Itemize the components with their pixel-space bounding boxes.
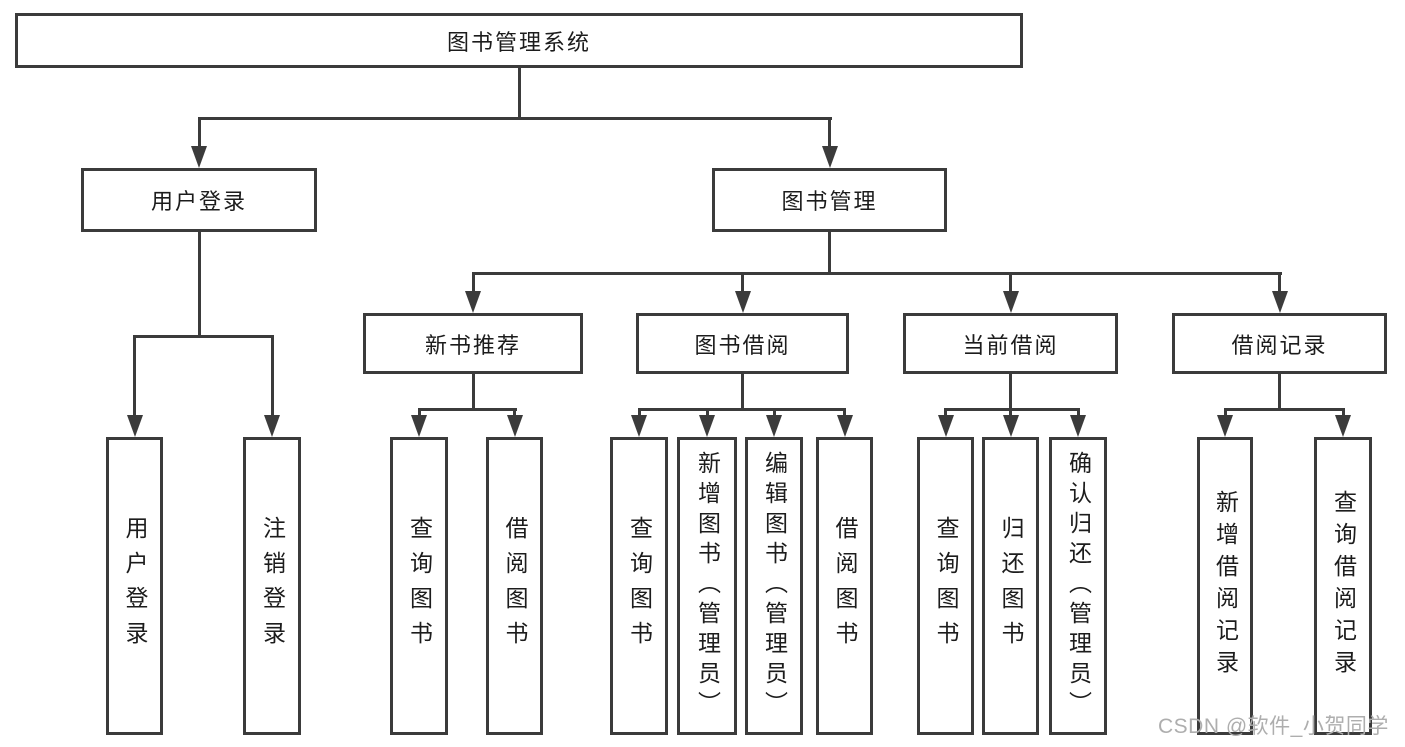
leaf-edit-books-admin: 编辑图书（管理员） xyxy=(745,437,803,735)
leaf-query-books-current-label: 查询图书 xyxy=(933,516,959,656)
arrow-down xyxy=(1217,408,1233,437)
connector-borrow-stem xyxy=(741,374,744,411)
node-current-borrow-label: 当前借阅 xyxy=(962,332,1059,358)
arrow-down xyxy=(1070,408,1086,437)
leaf-query-borrow-record: 查询借阅记录 xyxy=(1314,437,1372,735)
leaf-query-borrow-record-label: 查询借阅记录 xyxy=(1330,490,1357,682)
leaf-borrow-books: 借阅图书 xyxy=(816,437,873,735)
node-new-book-recommend-label: 新书推荐 xyxy=(424,332,521,358)
arrow-down xyxy=(937,408,954,437)
leaf-borrow-books-recommend-label: 借阅图书 xyxy=(502,516,528,656)
node-book-borrow: 图书借阅 xyxy=(636,313,849,374)
arrow-down xyxy=(766,408,782,437)
leaf-borrow-books-label: 借阅图书 xyxy=(832,516,858,656)
leaf-return-books: 归还图书 xyxy=(982,437,1039,735)
node-user-login-label: 用户登录 xyxy=(150,189,247,214)
arrow-down xyxy=(734,272,751,313)
leaf-user-login: 用户登录 xyxy=(106,437,163,735)
leaf-query-books-borrow: 查询图书 xyxy=(610,437,668,735)
arrow-down xyxy=(1335,408,1351,437)
arrow-down xyxy=(506,408,523,437)
leaf-add-books-admin-label: 新增图书（管理员） xyxy=(694,451,721,721)
leaf-query-books-recommend: 查询图书 xyxy=(390,437,448,735)
arrow-down xyxy=(191,117,207,168)
leaf-confirm-return-admin-label: 确认归还（管理员） xyxy=(1065,451,1092,721)
leaf-user-login-label: 用户登录 xyxy=(122,516,148,656)
leaf-add-books-admin: 新增图书（管理员） xyxy=(677,437,737,735)
connector-user-login-stem xyxy=(197,232,201,338)
leaf-edit-books-admin-label: 编辑图书（管理员） xyxy=(761,451,788,721)
connector-user-login-bar xyxy=(133,335,273,338)
node-root-label: 图书管理系统 xyxy=(446,29,591,55)
leaf-query-books-current: 查询图书 xyxy=(917,437,974,735)
arrow-down xyxy=(264,335,280,437)
connector-current-stem xyxy=(1009,374,1012,411)
connector-records-bar xyxy=(1223,408,1345,411)
leaf-add-borrow-record-label: 新增借阅记录 xyxy=(1212,490,1239,682)
csdn-watermark: CSDN @软件_小贺同学 xyxy=(1158,715,1389,738)
arrow-down xyxy=(1002,408,1019,437)
arrow-down xyxy=(631,408,647,437)
node-book-management-label: 图书管理 xyxy=(781,189,878,214)
connector-recommend-bar xyxy=(417,408,517,411)
leaf-logout: 注销登录 xyxy=(243,437,301,735)
node-new-book-recommend: 新书推荐 xyxy=(363,313,583,374)
arrow-down xyxy=(465,272,481,313)
node-book-borrow-label: 图书借阅 xyxy=(694,332,791,358)
leaf-query-books-recommend-label: 查询图书 xyxy=(406,516,433,656)
arrow-down xyxy=(821,117,838,168)
leaf-return-books-label: 归还图书 xyxy=(998,516,1024,656)
leaf-borrow-books-recommend: 借阅图书 xyxy=(486,437,543,735)
arrow-down xyxy=(699,408,715,437)
arrow-down xyxy=(1271,272,1288,313)
node-current-borrow: 当前借阅 xyxy=(903,313,1118,374)
connector-borrow-bar xyxy=(637,408,846,411)
connector-root-stem xyxy=(518,68,521,117)
arrow-down xyxy=(1002,272,1019,313)
connector-book-mgmt-stem xyxy=(828,232,831,275)
node-user-login: 用户登录 xyxy=(81,168,317,232)
arrow-down xyxy=(836,408,853,437)
leaf-confirm-return-admin: 确认归还（管理员） xyxy=(1049,437,1107,735)
connector-recommend-stem xyxy=(471,374,475,411)
connector-level1-bar xyxy=(197,117,832,120)
node-book-management: 图书管理 xyxy=(712,168,947,232)
node-root: 图书管理系统 xyxy=(15,13,1023,68)
node-borrow-records: 借阅记录 xyxy=(1172,313,1387,374)
leaf-query-books-borrow-label: 查询图书 xyxy=(626,516,653,656)
connector-book-mgmt-bar xyxy=(471,272,1282,275)
connector-records-stem xyxy=(1278,374,1281,411)
node-borrow-records-label: 借阅记录 xyxy=(1231,332,1328,358)
leaf-add-borrow-record: 新增借阅记录 xyxy=(1197,437,1253,735)
leaf-logout-label: 注销登录 xyxy=(259,516,286,656)
arrow-down xyxy=(126,335,143,437)
arrow-down xyxy=(411,408,427,437)
